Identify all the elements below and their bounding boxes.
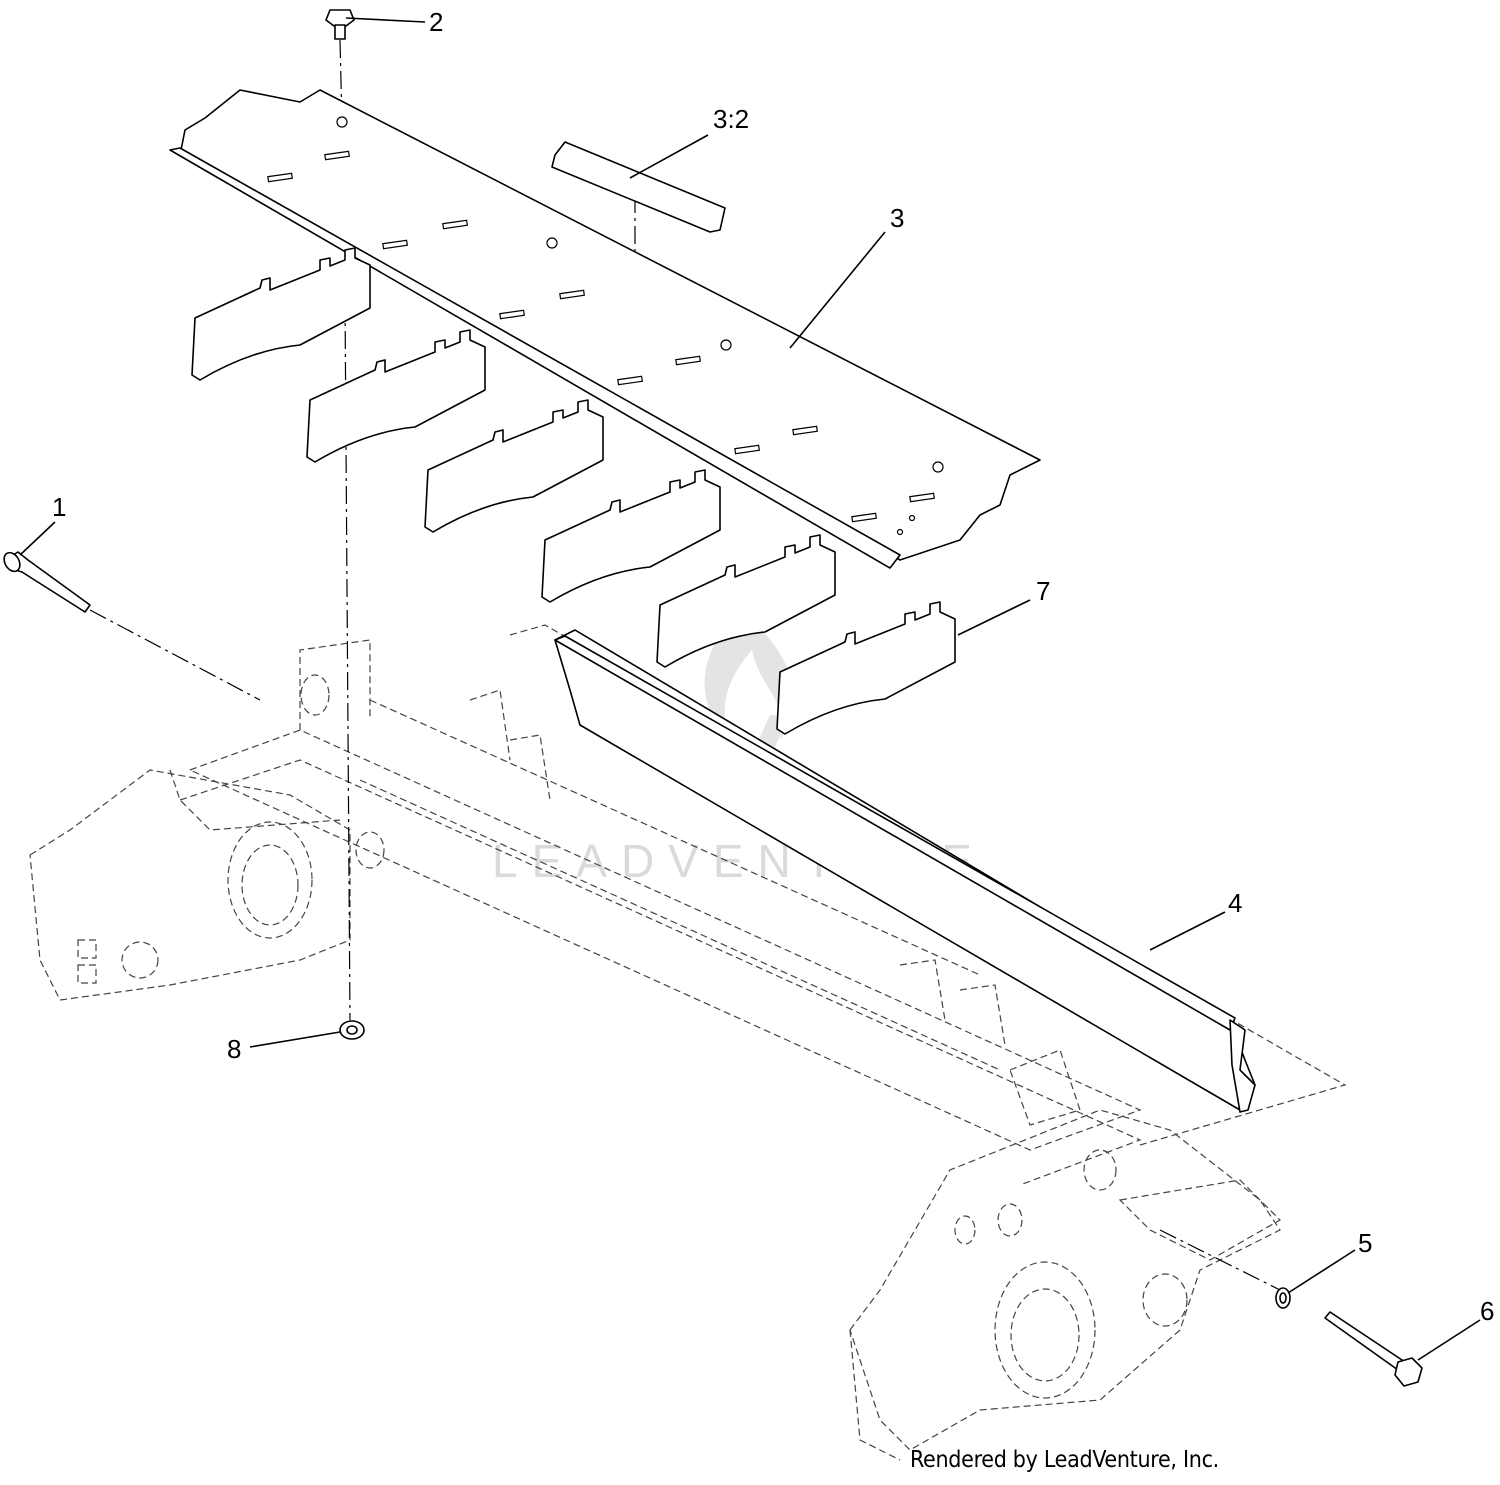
callout-1: 1 <box>52 492 66 522</box>
part-2-bolt <box>325 9 355 40</box>
plate-slots <box>267 116 944 536</box>
callout-labels: 2 3:2 3 1 7 4 8 5 6 <box>52 7 1494 1326</box>
callout-7: 7 <box>1036 576 1050 606</box>
render-credit: Rendered by LeadVenture, Inc. <box>910 1447 1219 1473</box>
callout-3-2: 3:2 <box>713 104 749 134</box>
callout-2: 2 <box>429 7 443 37</box>
callout-8: 8 <box>227 1034 241 1064</box>
callout-6: 6 <box>1480 1296 1494 1326</box>
part-1-pin <box>3 551 91 613</box>
callout-3: 3 <box>890 203 904 233</box>
part-7-baffles <box>191 247 956 735</box>
callout-4: 4 <box>1228 888 1242 918</box>
leader-lines <box>19 17 1481 1361</box>
part-6-bolt <box>1324 1311 1423 1387</box>
part-3-2-decal <box>551 141 726 233</box>
part-5-washer <box>1275 1287 1291 1309</box>
centerlines <box>89 39 1281 1291</box>
frame-phantom <box>29 624 1347 1461</box>
part-4-deflector <box>554 629 1256 1113</box>
part-8-nut <box>339 1020 365 1040</box>
callout-5: 5 <box>1358 1228 1372 1258</box>
